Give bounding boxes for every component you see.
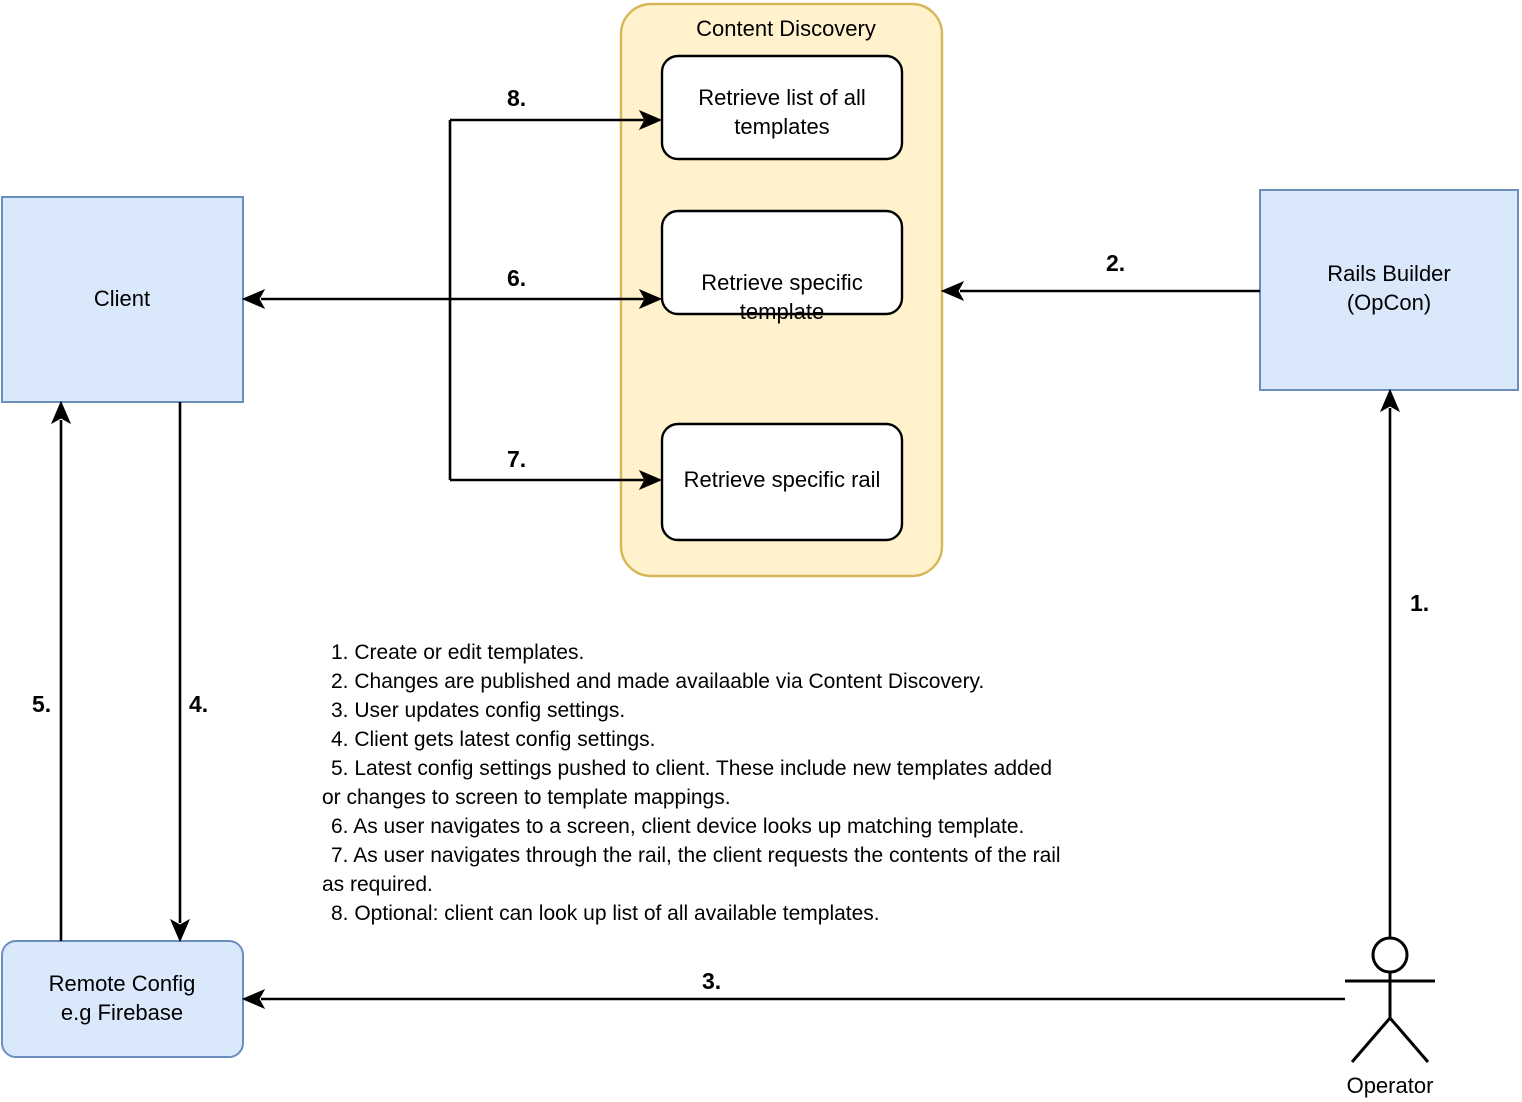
edge-6-arrowhead-right [638, 288, 663, 310]
edge-8-step-label: 8. [507, 85, 526, 111]
edge-6-template-to-client[interactable]: 6. [241, 265, 663, 310]
legend-line: as required. [322, 873, 433, 896]
edge-4-arrowhead [169, 918, 191, 943]
group-content-discovery-title: Content Discovery [696, 16, 876, 41]
node-client-box[interactable] [1, 196, 244, 403]
process-retrieve-all-templates-box[interactable] [660, 54, 904, 161]
edge-7-client-to-specific-rail[interactable]: 7. [450, 446, 663, 491]
edge-8-arrowhead [638, 109, 663, 131]
node-remote-config-line2: e.g Firebase [61, 1000, 183, 1025]
operator-leg-right-icon [1388, 1017, 1430, 1063]
edge-2-step-label: 2. [1106, 250, 1125, 276]
node-rails-builder[interactable]: Rails Builder (OpCon) [1259, 189, 1519, 391]
edge-4-client-to-remote-config[interactable]: 4. [169, 402, 208, 943]
edge-7-step-label: 7. [507, 446, 526, 472]
process-retrieve-specific-template-line2: template [740, 299, 824, 324]
node-remote-config-box[interactable] [1, 940, 244, 1058]
legend-line: 7. As user navigates through the rail, t… [331, 844, 1061, 867]
edge-8-client-to-all-templates[interactable]: 8. [450, 85, 663, 131]
node-rails-builder-box[interactable] [1259, 189, 1519, 391]
actor-operator-label: Operator [1347, 1073, 1434, 1098]
process-retrieve-all-templates-line1: Retrieve list of all [698, 85, 866, 110]
node-remote-config-line1: Remote Config [49, 971, 196, 996]
actor-operator[interactable]: Operator [1345, 936, 1435, 1098]
legend-line: 3. User updates config settings. [331, 699, 625, 722]
process-retrieve-specific-template-line1: Retrieve specific [701, 270, 862, 295]
edge-1-arrowhead [1379, 388, 1401, 413]
process-retrieve-all-templates[interactable]: Retrieve list of all templates [660, 54, 904, 161]
legend-line: 8. Optional: client can look up list of … [331, 902, 880, 925]
process-retrieve-specific-rail-line1: Retrieve specific rail [684, 467, 881, 492]
edge-6-arrowhead-left [241, 288, 266, 310]
edge-1-operator-to-rails-builder[interactable]: 1. [1379, 388, 1429, 938]
edge-5-arrowhead [50, 400, 72, 425]
edge-2-rails-builder-to-content-discovery[interactable]: 2. [940, 250, 1260, 302]
process-retrieve-all-templates-line2: templates [734, 114, 829, 139]
process-retrieve-specific-template[interactable]: Retrieve specific template [660, 209, 904, 324]
legend-line: or changes to screen to template mapping… [322, 786, 731, 809]
node-remote-config[interactable]: Remote Config e.g Firebase [1, 940, 244, 1058]
operator-head-icon [1371, 936, 1409, 974]
legend-line: 4. Client gets latest config settings. [331, 728, 656, 751]
edge-3-arrowhead [241, 988, 266, 1010]
process-retrieve-specific-rail-box[interactable] [660, 422, 904, 542]
node-client[interactable]: Client [1, 196, 244, 403]
edge-5-step-label: 5. [32, 691, 51, 717]
edge-4-step-label: 4. [189, 691, 208, 717]
legend-line: 6. As user navigates to a screen, client… [331, 815, 1024, 838]
legend-line: 1. Create or edit templates. [331, 641, 584, 664]
node-rails-builder-line1: Rails Builder [1327, 261, 1451, 286]
edge-5-remote-config-to-client[interactable]: 5. [32, 400, 72, 941]
process-retrieve-specific-rail[interactable]: Retrieve specific rail [660, 422, 904, 542]
operator-leg-left-icon [1350, 1017, 1392, 1063]
node-client-label: Client [94, 286, 150, 311]
legend-line: 2. Changes are published and made availa… [331, 670, 984, 693]
edge-3-operator-to-remote-config[interactable]: 3. [241, 968, 1345, 1010]
edge-1-step-label: 1. [1410, 590, 1429, 616]
legend-line: 5. Latest config settings pushed to clie… [331, 757, 1052, 780]
edge-2-arrowhead [940, 280, 965, 302]
edge-3-step-label: 3. [702, 968, 721, 994]
process-retrieve-specific-template-box[interactable] [660, 209, 904, 316]
node-rails-builder-line2: (OpCon) [1347, 290, 1431, 315]
edge-7-arrowhead [638, 469, 663, 491]
legend-steps: 1. Create or edit templates. 2. Changes … [322, 641, 1061, 925]
edge-6-step-label: 6. [507, 265, 526, 291]
